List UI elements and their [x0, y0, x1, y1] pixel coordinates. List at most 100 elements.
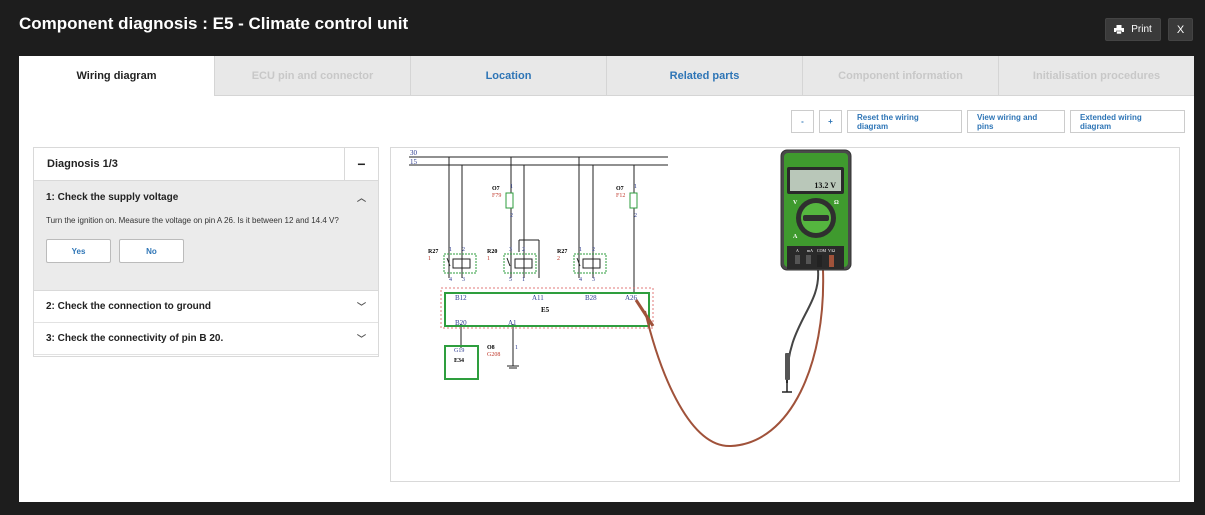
svg-text:3: 3	[592, 277, 595, 283]
svg-text:2: 2	[522, 247, 525, 253]
step-1-instruction: Turn the ignition on. Measure the voltag…	[46, 216, 339, 225]
tab-component-information: Component information	[802, 56, 998, 96]
svg-text:1: 1	[515, 345, 518, 351]
red-probe-cable	[644, 269, 825, 448]
svg-text:1: 1	[449, 247, 452, 253]
diagnosis-accordion: Diagnosis 1/3 − 1: Check the supply volt…	[33, 147, 379, 357]
v-ohm-jack	[829, 255, 834, 267]
wiring-diagram: 30 15 O7 F79 1 2 O7 F12 1 2	[409, 149, 852, 448]
svg-text:V: V	[793, 200, 798, 206]
svg-text:4: 4	[579, 277, 582, 283]
diagnosis-header: Diagnosis 1/3 −	[34, 147, 378, 181]
svg-text:1: 1	[428, 256, 431, 262]
yes-button[interactable]: Yes	[46, 239, 111, 263]
print-label: Print	[1131, 24, 1152, 35]
svg-text:2: 2	[592, 247, 595, 253]
com-jack	[817, 255, 822, 267]
svg-text:G19: G19	[454, 348, 464, 354]
svg-text:G208: G208	[487, 352, 500, 358]
zoom-out-button[interactable]: -	[791, 110, 814, 133]
diagnosis-panel: Wiring diagram ECU pin and connector Loc…	[19, 56, 1194, 502]
svg-text:1: 1	[522, 277, 525, 283]
svg-text:B20: B20	[455, 319, 467, 327]
svg-text:R27: R27	[428, 249, 438, 255]
svg-text:A1: A1	[508, 319, 517, 327]
svg-text:mA: mA	[807, 248, 813, 253]
connector-e34[interactable]: G19 E34	[444, 345, 479, 380]
svg-text:A: A	[793, 234, 798, 240]
svg-text:B12: B12	[455, 294, 467, 302]
printer-icon	[1114, 25, 1125, 34]
page-title: Component diagnosis : E5 - Climate contr…	[19, 14, 409, 33]
svg-text:V/Ω: V/Ω	[828, 248, 835, 253]
relay-r27-2[interactable]: R27 2 1 2 4 3	[557, 247, 607, 283]
svg-text:1: 1	[487, 256, 490, 262]
chevron-down-icon: ﹀	[356, 302, 366, 312]
svg-text:O7: O7	[616, 186, 624, 192]
bus-label-30: 30	[410, 149, 418, 157]
chevron-up-icon: ︿	[356, 192, 366, 203]
tab-ecu-pin-connector: ECU pin and connector	[214, 56, 410, 96]
relay-r20[interactable]: R20 1 3 2 5 1	[487, 247, 537, 283]
svg-text:1: 1	[634, 184, 637, 190]
fuse-f12[interactable]: O7 F12 1 2	[616, 184, 638, 219]
svg-text:R20: R20	[487, 249, 497, 255]
svg-text:E5: E5	[541, 306, 550, 314]
svg-text:COM: COM	[817, 248, 827, 253]
step-3-header[interactable]: 3: Check the connectivity of pin B 20. ﹀	[34, 323, 378, 355]
collapse-button[interactable]: −	[344, 147, 378, 181]
svg-text:2: 2	[510, 213, 513, 219]
fuse-f79[interactable]: O7 F79 1 2	[492, 184, 514, 219]
ecu-e5[interactable]: B12 A11 B28 A26 E5 B20 A1	[440, 287, 654, 329]
svg-text:2: 2	[634, 213, 637, 219]
step-1-panel: 1: Check the supply voltage ︿ Turn the i…	[34, 181, 378, 291]
tab-initialisation-procedures: Initialisation procedures	[998, 56, 1194, 96]
svg-text:A: A	[796, 248, 799, 253]
tab-location[interactable]: Location	[410, 56, 606, 96]
svg-text:F12: F12	[616, 193, 625, 199]
svg-text:3: 3	[509, 247, 512, 253]
multimeter[interactable]: 13.2 V V Ω A A mA COM V/Ω	[780, 149, 852, 271]
step-3-label: 3: Check the connectivity of pin B 20.	[46, 333, 224, 344]
svg-text:5: 5	[509, 277, 512, 283]
svg-text:1: 1	[510, 184, 513, 190]
close-button[interactable]: X	[1168, 18, 1193, 41]
svg-text:R27: R27	[557, 249, 567, 255]
svg-text:B28: B28	[585, 294, 597, 302]
reset-diagram-button[interactable]: Reset the wiring diagram	[847, 110, 962, 133]
svg-text:O8: O8	[487, 345, 495, 351]
diagram-toolbar: - + Reset the wiring diagram View wiring…	[791, 110, 1185, 133]
relay-r27-1[interactable]: R27 1 1 2 4 3	[428, 247, 477, 283]
svg-text:2: 2	[462, 247, 465, 253]
step-1-header[interactable]: 1: Check the supply voltage ︿	[46, 181, 366, 213]
red-probe-tip[interactable]	[634, 299, 655, 327]
view-wiring-pins-button[interactable]: View wiring and pins	[967, 110, 1065, 133]
bus-label-15: 15	[410, 158, 418, 166]
diagnosis-title: Diagnosis 1/3	[47, 158, 118, 170]
wiring-diagram-canvas[interactable]: 30 15 O7 F79 1 2 O7 F12 1 2	[390, 147, 1180, 482]
tab-related-parts[interactable]: Related parts	[606, 56, 802, 96]
step-2-header[interactable]: 2: Check the connection to ground ﹀	[34, 291, 378, 323]
svg-text:3: 3	[462, 277, 465, 283]
step-1-label: 1: Check the supply voltage	[46, 191, 179, 203]
chevron-down-icon: ﹀	[356, 334, 366, 344]
zoom-in-button[interactable]: +	[819, 110, 842, 133]
svg-text:4: 4	[449, 277, 452, 283]
svg-text:Ω: Ω	[834, 200, 839, 206]
svg-text:A26: A26	[625, 294, 638, 302]
tab-wiring-diagram[interactable]: Wiring diagram	[19, 56, 214, 96]
black-probe[interactable]	[782, 353, 792, 393]
no-button[interactable]: No	[119, 239, 184, 263]
multimeter-display	[790, 170, 841, 191]
ground-g208[interactable]: O8 G208 1	[487, 345, 518, 358]
svg-text:A11: A11	[532, 294, 544, 302]
black-probe-cable	[785, 269, 820, 384]
svg-text:O7: O7	[492, 186, 500, 192]
step-2-label: 2: Check the connection to ground	[46, 301, 212, 312]
svg-text:E34: E34	[454, 358, 464, 364]
tab-bar: Wiring diagram ECU pin and connector Loc…	[19, 56, 1194, 96]
print-button[interactable]: Print	[1105, 18, 1161, 41]
multimeter-reading: 13.2 V	[814, 181, 836, 190]
svg-text:2: 2	[557, 256, 560, 262]
extended-diagram-button[interactable]: Extended wiring diagram	[1070, 110, 1185, 133]
